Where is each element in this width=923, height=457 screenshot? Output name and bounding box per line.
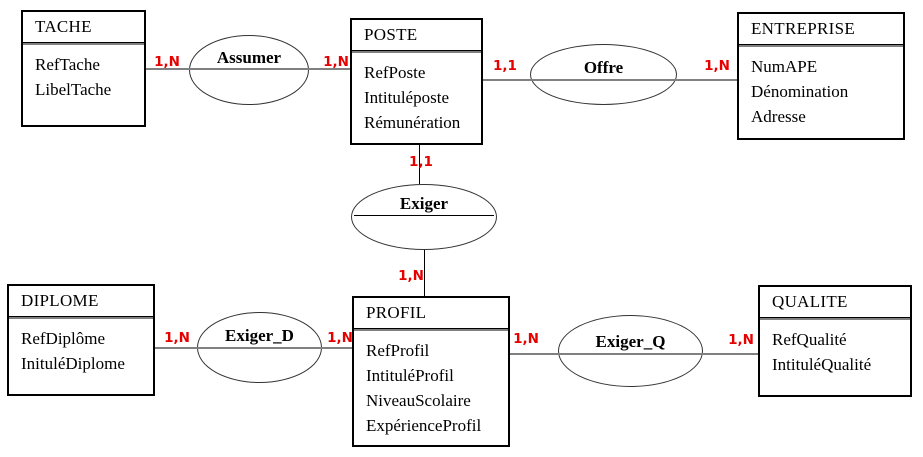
cardinality-exigerd-profil: 1,N	[327, 330, 353, 346]
cardinality-diplome-exigerd: 1,N	[164, 330, 190, 346]
entity-diplome-divider	[9, 316, 153, 319]
entity-profil-attributes: RefProfil IntituléProfil NiveauScolaire …	[354, 331, 508, 438]
connector-poste-exiger	[419, 145, 420, 184]
relation-exiger: Exiger	[351, 184, 497, 250]
entity-tache-attributes: RefTache LibelTache	[23, 45, 144, 102]
cardinality-tache-assumer: 1,N	[154, 54, 180, 70]
attribute: IntituléProfil	[366, 366, 454, 385]
entity-entreprise-title: ENTREPRISE	[751, 19, 856, 38]
connector-exiger-profil	[424, 250, 425, 296]
cardinality-poste-offre: 1,1	[493, 58, 517, 74]
entity-entreprise-attributes: NumAPE Dénomination Adresse	[739, 47, 903, 129]
attribute: InituléDiplome	[21, 354, 125, 373]
attribute: ExpérienceProfil	[366, 416, 482, 435]
cardinality-profil-exigerq: 1,N	[513, 331, 539, 347]
attribute: RefQualité	[772, 330, 847, 349]
connector-poste-entreprise	[483, 79, 737, 81]
attribute: RefPoste	[364, 63, 426, 82]
relation-exiger-q-label: Exiger_Q	[595, 332, 666, 351]
entity-qualite-divider	[760, 317, 910, 320]
attribute: Dénomination	[751, 82, 849, 101]
attribute: NiveauScolaire	[366, 391, 471, 410]
entity-profil-divider	[354, 328, 508, 331]
entity-tache-title: TACHE	[35, 17, 92, 36]
entity-profil-title: PROFIL	[366, 303, 427, 322]
relation-exiger-label: Exiger	[399, 194, 449, 213]
relation-assumer-label: Assumer	[216, 48, 282, 67]
entity-entreprise: ENTREPRISE NumAPE Dénomination Adresse	[737, 12, 905, 140]
entity-tache-divider	[23, 42, 144, 45]
entity-diplome-attributes: RefDiplôme InituléDiplome	[9, 319, 153, 376]
connector-tache-poste	[146, 68, 350, 70]
attribute: Adresse	[751, 107, 806, 126]
entity-poste-divider	[352, 50, 481, 53]
attribute: NumAPE	[751, 57, 818, 76]
cardinality-exiger-profil: 1,N	[398, 268, 424, 284]
connector-profil-qualite	[510, 353, 758, 355]
relation-exiger-divider	[354, 215, 494, 216]
relation-assumer: Assumer	[189, 35, 309, 105]
entity-profil: PROFIL RefProfil IntituléProfil NiveauSc…	[352, 296, 510, 447]
attribute: IntituléQualité	[772, 355, 872, 374]
relation-offre-label: Offre	[583, 58, 624, 77]
attribute: Rémunération	[364, 113, 461, 132]
entity-entreprise-divider	[739, 44, 903, 47]
attribute: RefTache	[35, 55, 100, 74]
relation-exiger-d-label: Exiger_D	[225, 326, 294, 345]
cardinality-offre-entreprise: 1,N	[704, 58, 730, 74]
relation-exiger-q: Exiger_Q	[558, 315, 703, 387]
entity-qualite-title: QUALITE	[772, 292, 848, 311]
entity-poste-attributes: RefPoste Intituléposte Rémunération	[352, 53, 481, 135]
connector-diplome-profil	[155, 347, 352, 349]
attribute: Intituléposte	[364, 88, 449, 107]
cardinality-poste-exiger: 1,1	[409, 154, 433, 170]
entity-poste: POSTE RefPoste Intituléposte Rémunératio…	[350, 18, 483, 145]
entity-qualite-attributes: RefQualité IntituléQualité	[760, 320, 910, 377]
attribute: RefProfil	[366, 341, 430, 360]
cardinality-exigerq-qualite: 1,N	[728, 332, 754, 348]
relation-offre: Offre	[530, 44, 677, 105]
entity-tache: TACHE RefTache LibelTache	[21, 10, 146, 127]
entity-qualite: QUALITE RefQualité IntituléQualité	[758, 285, 912, 397]
attribute: RefDiplôme	[21, 329, 106, 348]
cardinality-assumer-poste: 1,N	[323, 54, 349, 70]
entity-diplome: DIPLOME RefDiplôme InituléDiplome	[7, 284, 155, 396]
entity-diplome-title: DIPLOME	[21, 291, 99, 310]
attribute: LibelTache	[35, 80, 112, 99]
entity-poste-title: POSTE	[364, 25, 418, 44]
